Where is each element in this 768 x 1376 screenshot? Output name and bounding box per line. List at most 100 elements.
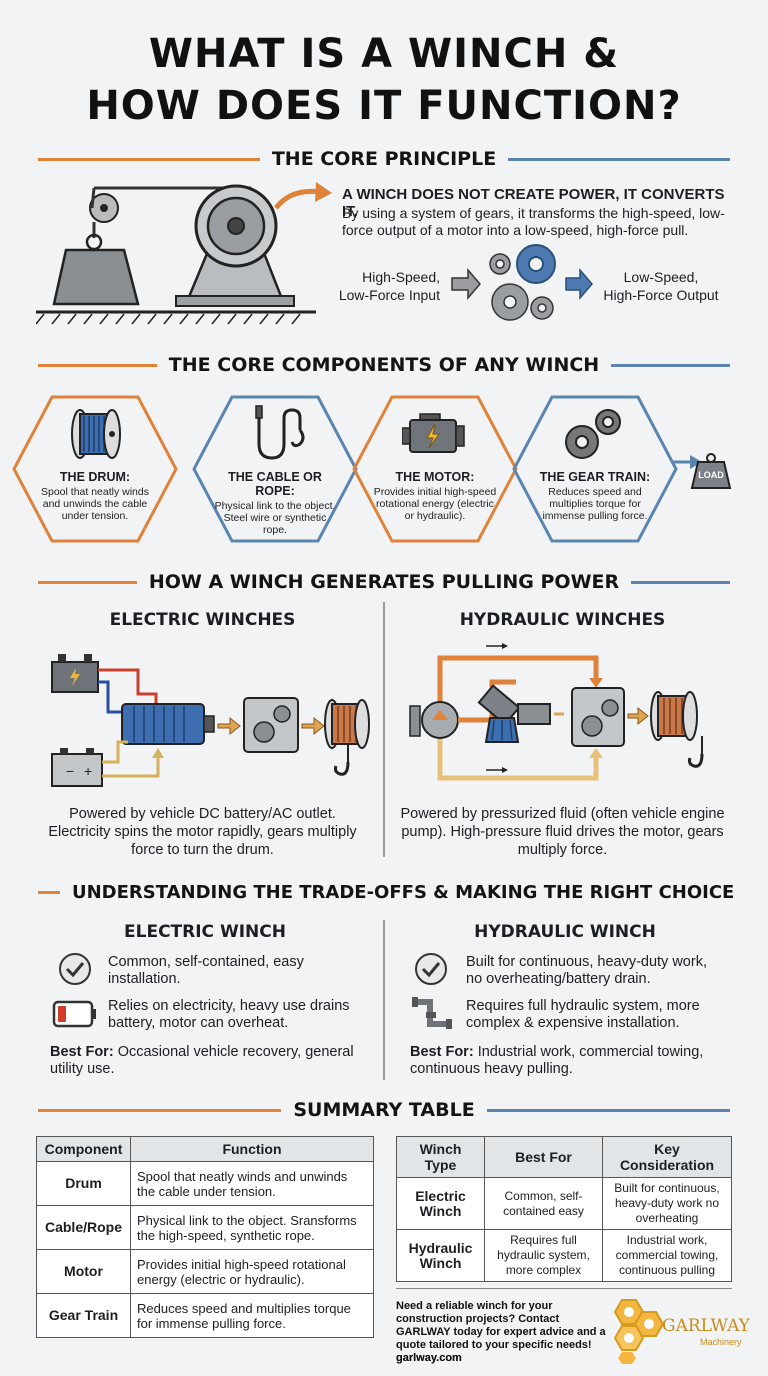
pulley-load-illustration [36,182,332,325]
component-title: THE DRUM: [59,470,131,484]
table-cell: Gear Train [36,1293,131,1338]
component-text: THE MOTOR: Provides initial high-speed r… [372,470,498,522]
cable-hook-icon [255,405,305,460]
table-row: Electric Winch Common, self-contained ea… [396,1177,732,1230]
component-title: THE CABLE OR ROPE: [228,470,322,498]
header-line-right [611,363,730,367]
table-cell: Drum [36,1161,131,1206]
table-cell: Electric Winch [396,1177,485,1230]
header-line-right [508,157,731,161]
gear-conversion-icon [451,244,593,321]
check-circle-icon [59,953,91,985]
summary-table-winch-types: Winch Type Best For Key Consideration El… [396,1136,732,1282]
drum-icon [71,409,121,459]
table-row: Motor Provides initial high-speed rotati… [36,1249,374,1294]
low-battery-icon [52,1000,96,1028]
table-header: Component [36,1136,131,1162]
table-row: Drum Spool that neatly winds and unwinds… [36,1161,374,1206]
best-for-text: Occasional vehicle recovery, general uti… [50,1044,354,1077]
hex-frame [512,395,678,543]
table-cell: Cable/Rope [36,1205,131,1250]
title-line-1: WHAT IS A WINCH & [148,31,620,77]
footer-url[interactable]: garlway.com [396,1352,462,1364]
hex-frame [192,395,358,543]
table-header: Winch Type [396,1136,485,1178]
table-cell: Provides initial high-speed rotational e… [130,1249,374,1294]
component-desc: Physical link to the object. Steel wire … [214,500,336,536]
header-line-left [38,890,60,894]
header-line-left [38,363,157,367]
hydraulic-best-for: Best For: Industrial work, commercial to… [410,1044,730,1078]
component-desc: Spool that neatly winds and unwinds the … [41,486,149,522]
footer-cta: Need a reliable winch for your construct… [396,1300,606,1364]
table-row: Gear Train Reduces speed and multiplies … [36,1293,374,1338]
component-text: THE GEAR TRAIN: Reduces speed and multip… [532,470,658,522]
hydraulic-winch-title: HYDRAULIC WINCH [474,922,656,942]
table-cell: Reduces speed and multiplies torque for … [130,1293,374,1338]
table-cell: Hydraulic Winch [396,1229,485,1282]
svg-text:+: + [84,763,92,779]
load-label: LOAD [698,470,724,480]
electric-best-for: Best For: Occasional vehicle recovery, g… [50,1044,370,1078]
core-principle-description: By using a system of gears, it transform… [342,205,725,238]
output-label: Low-Speed, High-Force Output [603,269,719,303]
electric-con: Relies on electricity, heavy use drains … [108,998,350,1031]
title-line-2: HOW DOES IT FUNCTION? [86,83,682,129]
component-card-drum: THE DRUM: Spool that neatly winds and un… [10,394,180,544]
hydraulic-winch-diagram [409,643,704,781]
table-cell: Industrial work, commercial towing, cont… [602,1229,732,1282]
tradeoffs-divider [383,920,385,1080]
hydraulic-winches-title: HYDRAULIC WINCHES [459,610,666,630]
electric-power-desc: Powered by vehicle DC battery/AC outlet.… [48,806,357,858]
components-heading: THE CORE COMPONENTS OF ANY WINCH [168,354,600,376]
best-for-label: Best For: [50,1044,114,1060]
component-title: THE GEAR TRAIN: [539,470,651,484]
power-heading: HOW A WINCH GENERATES PULLING POWER [148,571,620,593]
core-principle-heading: THE CORE PRINCIPLE [271,148,497,170]
component-card-motor: THE MOTOR: Provides initial high-speed r… [350,394,520,544]
check-circle-icon [415,953,447,985]
garlway-hexagon-logo-icon [613,1299,664,1364]
table-cell: Built for continuous, heavy-duty work no… [602,1177,732,1230]
pipes-icon [412,997,452,1029]
power-divider [383,602,385,857]
hex-frame [12,395,178,543]
core-principle-header: THE CORE PRINCIPLE [38,147,731,171]
gears-icon [565,409,621,459]
header-line-left [38,580,137,584]
summary-header: SUMMARY TABLE [38,1098,731,1122]
tradeoffs-header: UNDERSTANDING THE TRADE-OFFS & MAKING TH… [38,880,734,904]
hydraulic-con: Requires full hydraulic system, more com… [466,998,700,1031]
table-cell: Common, self-contained easy [484,1177,603,1230]
table-header: Function [130,1136,374,1162]
hydraulic-pro: Built for continuous, heavy-duty work, n… [466,954,707,987]
component-card-gear-train: THE GEAR TRAIN: Reduces speed and multip… [510,394,680,544]
motor-icon [402,413,465,453]
brand-sub: Machinery [700,1337,742,1347]
core-principle-statement: A WINCH DOES NOT CREATE POWER, IT CONVER… [342,186,725,220]
electric-winch-diagram: − + [51,654,370,787]
electric-pro: Common, self-contained, easy installatio… [108,954,304,987]
input-label: High-Speed, Low-Force Input [338,269,440,303]
header-line-right [631,580,730,584]
table-row: Hydraulic Winch Requires full hydraulic … [396,1229,732,1282]
table-header: Key Consideration [602,1136,732,1178]
brand-name: GARLWAY [662,1316,750,1336]
table-cell: Spool that neatly winds and unwinds the … [130,1161,374,1206]
svg-text:−: − [66,763,74,779]
table-cell: Requires full hydraulic system, more com… [484,1229,603,1282]
component-title: THE MOTOR: [395,470,475,484]
summary-heading: SUMMARY TABLE [293,1099,475,1121]
header-line-right [486,1108,731,1112]
hydraulic-power-desc: Powered by pressurized fluid (often vehi… [400,806,725,858]
hex-frame [352,395,518,543]
best-for-label: Best For: [410,1044,474,1060]
arrow-to-load-icon [672,455,702,469]
table-cell: Motor [36,1249,131,1294]
summary-table-components: Component Function Drum Spool that neatl… [36,1136,374,1338]
components-header: THE CORE COMPONENTS OF ANY WINCH [38,353,730,377]
component-text: THE CABLE OR ROPE: Physical link to the … [212,470,338,536]
load-weight-shape [690,453,732,489]
component-text: THE DRUM: Spool that neatly winds and un… [32,470,158,522]
header-line-left [38,157,260,161]
